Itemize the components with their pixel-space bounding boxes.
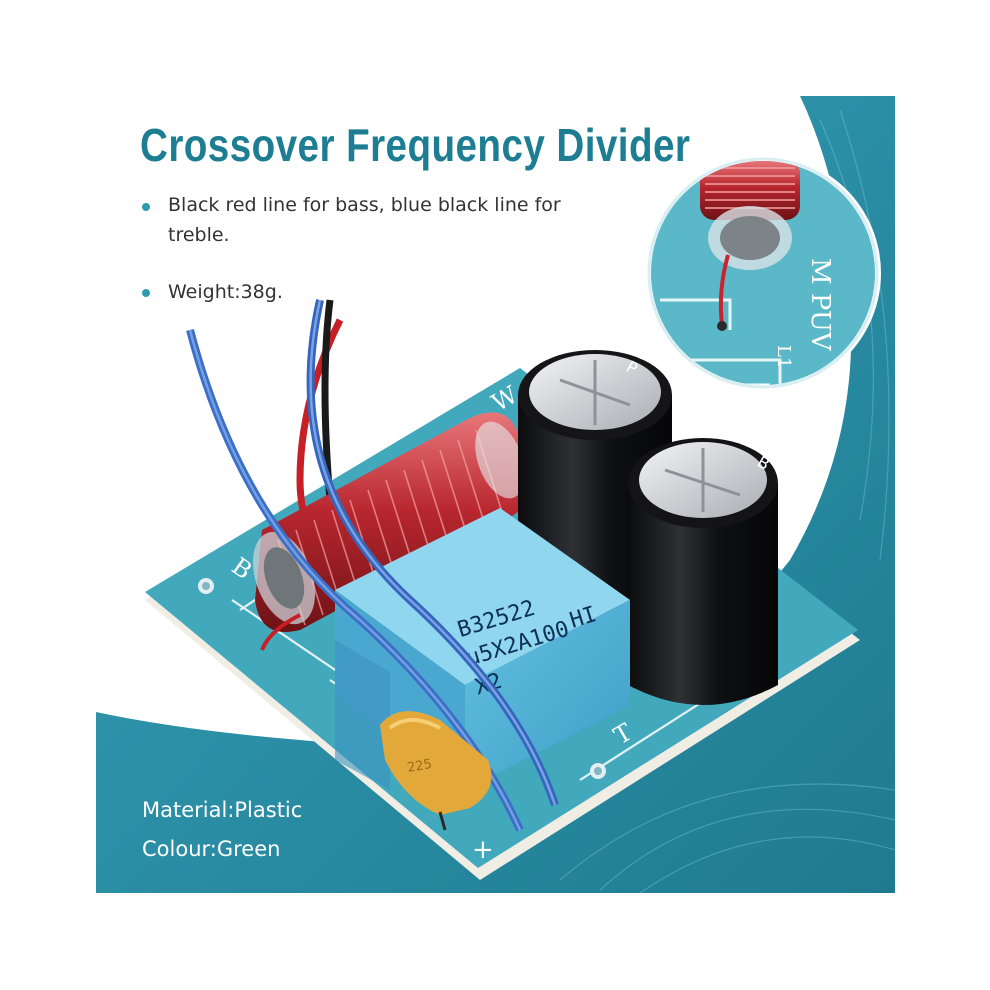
ceramic-cap-marking: 225 (406, 757, 433, 776)
inset-brand-marking: M PUV (805, 258, 835, 352)
bullet-dot-icon (142, 203, 150, 211)
bullet-dot-icon (142, 289, 150, 297)
product-title: Crossover Frequency Divider (140, 119, 691, 171)
material-label: Material:Plastic (142, 798, 303, 822)
feature-weight: Weight:38g. (168, 281, 283, 303)
colour-label: Colour:Green (142, 837, 281, 861)
ceramic-capacitor: 225 (380, 711, 492, 831)
feature-wires: Black red line for bass, blue black line… (168, 194, 561, 246)
inset-l1-marking: L1 (773, 345, 794, 368)
pcb-plus-label: + (472, 835, 494, 865)
electrolytic-capacitor-front: B (628, 438, 778, 705)
